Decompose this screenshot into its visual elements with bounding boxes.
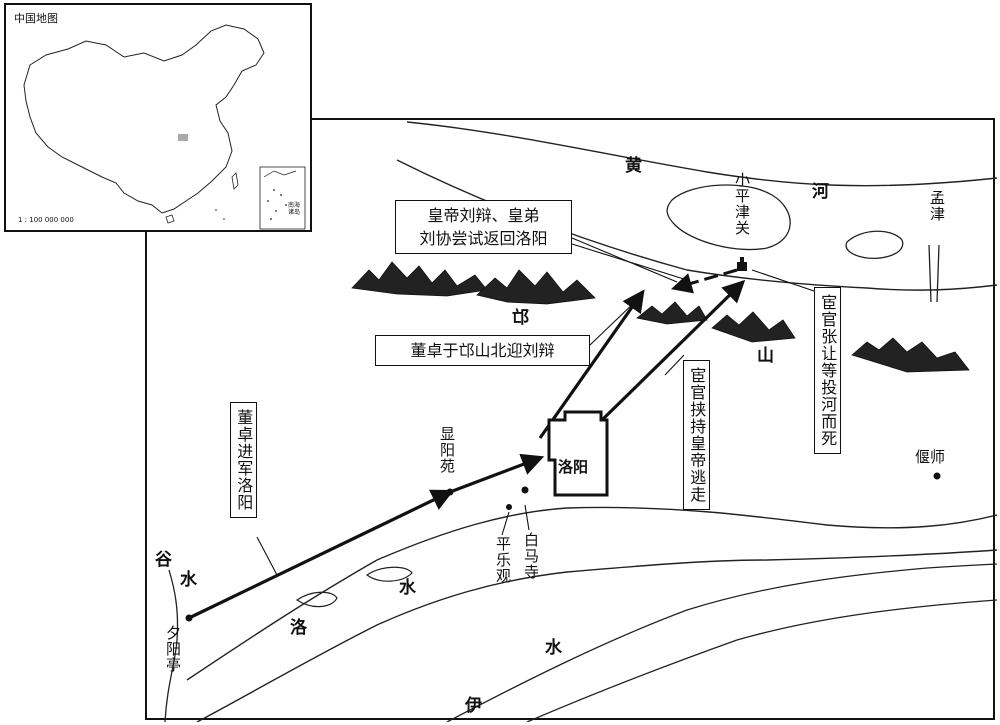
south-sea-inset-box bbox=[259, 166, 306, 230]
mengjin-ford bbox=[928, 244, 940, 303]
label-luo: 洛 bbox=[290, 618, 307, 638]
leader-emperor-return-2 bbox=[571, 243, 688, 281]
taiwan-island bbox=[231, 172, 239, 190]
south-sea-coast bbox=[263, 170, 297, 178]
label-xiyangting: 夕阳亭 bbox=[164, 625, 182, 673]
xianyangyuan-dot bbox=[446, 488, 454, 496]
china-outline bbox=[23, 24, 306, 230]
main-map-drawing bbox=[164, 121, 997, 722]
south-sea-islands bbox=[215, 189, 287, 220]
leader-eunuch-flee bbox=[664, 354, 685, 376]
label-he: 河 bbox=[812, 182, 829, 202]
label-luoyang: 洛阳 bbox=[558, 458, 589, 476]
yi-river-north-bank bbox=[446, 563, 997, 722]
label-mengjin: 孟津 bbox=[928, 190, 946, 222]
river-island-small bbox=[845, 230, 904, 259]
callout-dongzhuo-march: 董卓进军洛阳 bbox=[230, 402, 258, 518]
inset-scale: 1 : 100 000 000 bbox=[18, 216, 74, 224]
river-island-large bbox=[666, 184, 791, 251]
luo-river-north-bank bbox=[186, 506, 997, 681]
leader-dongzhuo-meet bbox=[589, 297, 640, 346]
baimasi-dot bbox=[521, 486, 529, 494]
label-gu: 谷 bbox=[155, 550, 172, 570]
callout-emperor-return: 皇帝刘辩、皇弟 刘协尝试返回洛阳 bbox=[395, 200, 572, 255]
xiaopingjin-pass-marker bbox=[737, 262, 747, 271]
label-yi: 伊 bbox=[465, 696, 482, 716]
route-xianyangyuan-to-luoyang bbox=[449, 453, 545, 494]
label-yi-shui: 水 bbox=[545, 638, 562, 658]
label-gu-shui: 水 bbox=[180, 570, 197, 590]
yellow-river-north-bank bbox=[406, 121, 997, 187]
luo-river-south-bank bbox=[196, 549, 997, 722]
luoyang-city-wall bbox=[547, 410, 609, 497]
route-eunuch-flee bbox=[600, 279, 746, 422]
route-dongzhuo-to-xianyangyuan bbox=[188, 489, 455, 620]
leader-baima bbox=[524, 504, 530, 531]
label-baimasi: 白马寺 bbox=[522, 532, 540, 580]
inset-map: 中国地图 1 : 100 000 000 南海诸岛 bbox=[4, 3, 312, 232]
leader-eunuch-die bbox=[751, 269, 818, 293]
yanshi-dot bbox=[933, 472, 941, 480]
mangshan-range bbox=[351, 261, 970, 373]
pinglecuan-dot bbox=[506, 504, 512, 510]
callout-eunuch-flee: 宦官挟持皇帝逃走 bbox=[683, 360, 711, 510]
label-shan: 山 bbox=[757, 346, 774, 366]
label-pingleguan: 平乐观 bbox=[494, 536, 512, 584]
yi-river-south-bank bbox=[526, 599, 997, 722]
label-mang: 邙 bbox=[512, 308, 529, 328]
xiyangting-dot bbox=[185, 614, 193, 622]
route-luoyang-to-mangshan bbox=[538, 289, 645, 439]
callout-emperor-return-line1: 皇帝刘辩、皇弟 bbox=[427, 206, 540, 225]
label-xiaopingjin: 小平津关 bbox=[733, 172, 751, 236]
route-emperor-return bbox=[670, 268, 738, 294]
luoyang-location-marker bbox=[178, 134, 188, 141]
callout-dongzhuo-meet: 董卓于邙山北迎刘辩 bbox=[375, 335, 590, 367]
label-xianyangyuan: 显阳苑 bbox=[438, 426, 456, 474]
leader-dongzhuo-march bbox=[256, 536, 278, 576]
inset-title: 中国地图 bbox=[14, 12, 58, 25]
gu-river bbox=[164, 569, 179, 722]
leader-pingle bbox=[501, 511, 510, 536]
label-yanshi: 偃师 bbox=[915, 448, 946, 466]
china-border bbox=[23, 24, 265, 214]
callout-eunuch-die: 宦官张让等投河而死 bbox=[814, 287, 842, 454]
luo-river-island-2 bbox=[365, 566, 413, 582]
xiaopingjin-pass-top bbox=[740, 257, 744, 262]
callout-emperor-return-line2: 刘协尝试返回洛阳 bbox=[419, 229, 548, 249]
label-huang: 黄 bbox=[625, 156, 642, 176]
hainan-island bbox=[165, 214, 175, 224]
label-luo-shui: 水 bbox=[399, 578, 416, 598]
inset-south-sea-label: 南海诸岛 bbox=[288, 202, 301, 216]
luo-river-island bbox=[295, 591, 338, 608]
